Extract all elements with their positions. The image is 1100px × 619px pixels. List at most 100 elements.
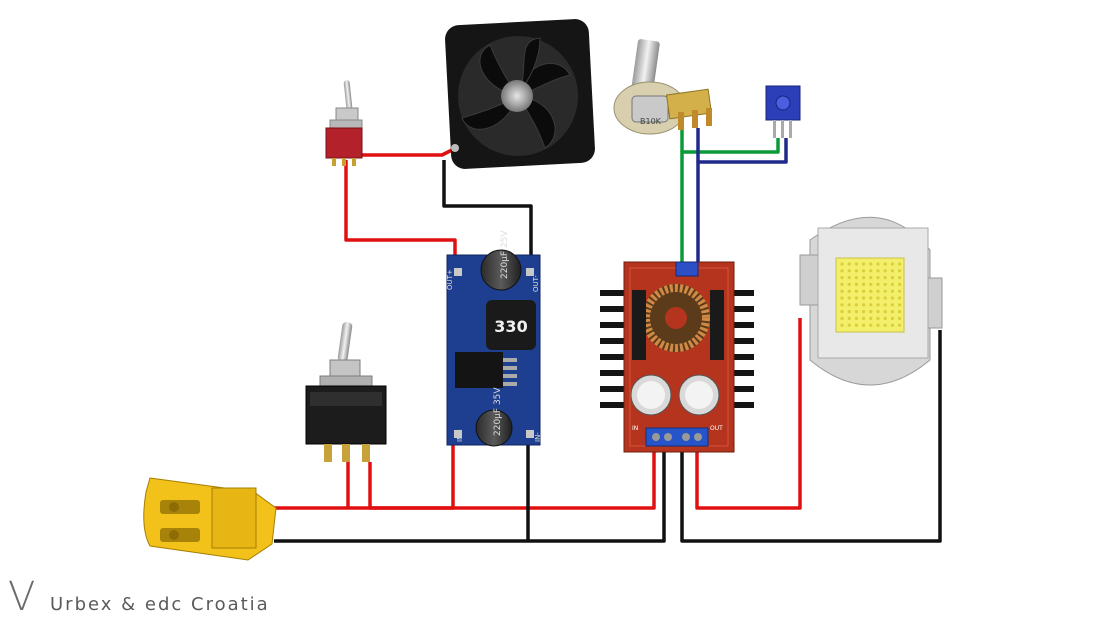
- led-dot: [847, 323, 851, 327]
- led-dot: [869, 303, 873, 307]
- boost-in-label: IN: [632, 425, 638, 432]
- led-dot: [869, 316, 873, 320]
- led-dot: [847, 310, 851, 314]
- led-dot: [840, 262, 844, 266]
- toggle-switch: [305, 322, 387, 462]
- led-dot: [876, 269, 880, 273]
- led-dot: [854, 269, 859, 273]
- led-dot: [869, 296, 873, 300]
- led-dot: [862, 323, 866, 327]
- boost-converter-module: IN OUT: [600, 261, 754, 453]
- led-dot: [847, 316, 851, 320]
- led-dot: [869, 262, 873, 266]
- watermark: V Urbex & edc Croatia: [8, 574, 270, 619]
- buck-out-minus-label: OUT-: [532, 275, 540, 292]
- wire-black-fan-to-buck: [442, 160, 533, 262]
- buck-converter-module: OUT+ OUT- IN+ IN- 220µF 25V 330 220µF 35…: [446, 230, 542, 447]
- led-dot: [883, 282, 887, 286]
- led-dot: [898, 303, 902, 307]
- led-dot: [862, 269, 866, 273]
- led-dot: [890, 276, 895, 280]
- cooling-fan: [445, 19, 595, 169]
- led-dot: [862, 282, 866, 286]
- led-dot: [847, 296, 851, 300]
- led-dot: [890, 310, 895, 314]
- led-dot: [876, 310, 880, 314]
- led-dot: [876, 303, 880, 307]
- led-dot: [883, 323, 887, 327]
- led-dot: [840, 316, 844, 320]
- buck-out-plus-label: OUT+: [446, 269, 454, 290]
- led-dot: [840, 282, 844, 286]
- led-dot: [840, 289, 844, 293]
- wire-red-mini-switch-to-fan: [358, 148, 453, 157]
- led-dot: [890, 303, 895, 307]
- led-dot: [898, 276, 902, 280]
- led-dot: [847, 303, 851, 307]
- wire-red-buck-to-mini-switch: [344, 160, 457, 262]
- led-dot: [876, 323, 880, 327]
- led-dot: [869, 310, 873, 314]
- led-dot: [898, 316, 902, 320]
- led-dot: [847, 282, 851, 286]
- buck-top-cap-label: 220µF 25V: [500, 230, 510, 279]
- watermark-text: Urbex & edc Croatia: [50, 594, 270, 615]
- mini-toggle-switch: [325, 80, 363, 166]
- led-dot: [854, 282, 859, 286]
- led-dot: [854, 303, 859, 307]
- led-dot: [862, 262, 866, 266]
- led-dot: [840, 323, 844, 327]
- wire-black-boost-to-led: [680, 330, 942, 543]
- led-dot: [883, 296, 887, 300]
- led-dot: [840, 276, 844, 280]
- led-dot: [854, 289, 859, 293]
- led-dot: [869, 282, 873, 286]
- xt60-connector: [143, 477, 277, 561]
- led-dot: [854, 310, 859, 314]
- led-dot: [869, 276, 873, 280]
- led-dot: [883, 269, 887, 273]
- led-dot: [840, 303, 844, 307]
- inductor-label: 330: [494, 317, 527, 336]
- led-chip-array: [840, 262, 902, 327]
- watermark-initial: V: [8, 574, 35, 619]
- led-dot: [890, 282, 895, 286]
- led-dot: [898, 269, 902, 273]
- led-dot: [898, 289, 902, 293]
- wires: [268, 128, 942, 543]
- led-dot: [898, 282, 902, 286]
- led-dot: [862, 316, 866, 320]
- pot-label: B10K: [640, 117, 662, 126]
- led-dot: [883, 262, 887, 266]
- led-dot: [854, 276, 859, 280]
- led-dot: [876, 262, 880, 266]
- led-dot: [840, 269, 844, 273]
- led-dot: [862, 303, 866, 307]
- led-dot: [890, 289, 895, 293]
- wire-red-switch-right-to-buck: [368, 444, 455, 510]
- led-dot: [876, 289, 880, 293]
- boost-out-label: OUT: [710, 425, 723, 432]
- led-dot: [869, 323, 873, 327]
- led-dot: [854, 316, 859, 320]
- led-dot: [862, 289, 866, 293]
- led-dot: [854, 262, 859, 266]
- led-cob-module: [799, 216, 943, 386]
- led-dot: [840, 296, 844, 300]
- potentiometer: B10K: [613, 39, 713, 135]
- led-dot: [869, 289, 873, 293]
- wire-black-battery-to-boost: [274, 446, 666, 543]
- led-dot: [876, 316, 880, 320]
- led-dot: [876, 296, 880, 300]
- led-dot: [847, 269, 851, 273]
- led-dot: [883, 310, 887, 314]
- led-dot: [890, 296, 895, 300]
- led-dot: [883, 289, 887, 293]
- led-dot: [898, 296, 902, 300]
- led-dot: [883, 316, 887, 320]
- wire-red-boost-to-led: [695, 318, 802, 510]
- led-dot: [862, 276, 866, 280]
- led-dot: [840, 310, 844, 314]
- wire-green-pot: [680, 138, 780, 262]
